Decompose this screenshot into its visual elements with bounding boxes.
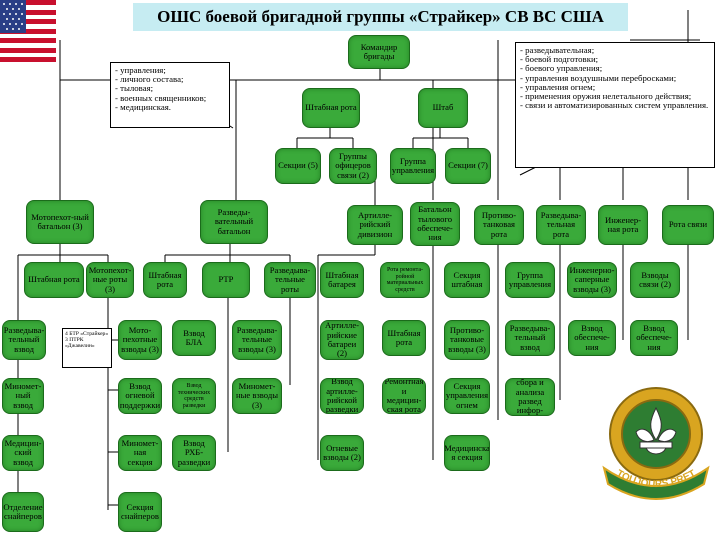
liaison-groups-node: Группы офицеров связи (2): [329, 148, 377, 184]
antitank-company-node: Противо-танковая рота: [474, 205, 524, 245]
medical-platoon-node: Медицин-ский взвод: [2, 435, 44, 471]
brigade-command-functions-note: - управления; - личного состава; - тылов…: [110, 62, 230, 128]
signal-platoons-node: Взводы связи (2): [630, 262, 680, 298]
infantry-battalion-node: Мотопехот-ный батальон (3): [26, 200, 94, 244]
support-hq-section-node: Секция штабная: [444, 262, 490, 298]
fire-platoons-node: Огневые взводы (2): [320, 435, 364, 471]
infantry-hq-company-node: Штабная рота: [24, 262, 84, 298]
hq-sections-note: - разведывательная; - боевой подготовки;…: [515, 42, 715, 168]
support-staff-company-node: Штабная рота: [382, 320, 426, 356]
signal-company-node: Рота связи: [662, 205, 714, 245]
us-flag-icon: [0, 0, 56, 62]
rtr-node: РТР: [202, 262, 250, 298]
control-group2-node: Группа управления: [505, 262, 555, 298]
maintenance-company-node: Рота ремонта-ройной материальных средств: [380, 262, 430, 298]
medical-section-node: Медицинска я секция: [444, 435, 490, 471]
unit-insignia-icon: TOUJOURS PRET: [602, 387, 710, 500]
recon-company-node: Разведыва-тельная рота: [536, 205, 586, 245]
mortar-section-node: Миномет-ная секция: [118, 435, 162, 471]
uav-platoon-node: Взвод БЛА: [172, 320, 216, 356]
fire-control-section-node: Секция управления огнем: [444, 378, 490, 414]
page-title: ОШС боевой бригадной группы «Страйкер» С…: [133, 3, 628, 31]
artillery-division-node: Артилле-рийский дивизион: [347, 205, 403, 245]
hq-node: Штаб: [418, 88, 468, 128]
antitank-platoons-node: Противо-танковые взводы (3): [444, 320, 490, 360]
recon-battalion-node: Разведы-вательный батальон: [200, 200, 268, 244]
support-battalion-node: Батальон тылового обеспече-ния: [410, 202, 460, 246]
control-group-node: Группа управления: [390, 148, 436, 184]
support-platoon-node: Взвод обеспече-ния: [568, 320, 616, 356]
repair-medical-company-node: Ремонтная и медицин-ская рота: [382, 378, 426, 414]
sniper-section-node: Отделение снайперов: [2, 492, 44, 532]
engineer-platoons-node: Инженерно-саперные взводы (3): [567, 262, 617, 298]
btr-note: 4 БТР «Страйкер» 3 ПТРК «Джавелин»: [62, 328, 112, 368]
infantry-companies-node: Мотопехот-ные роты (3): [86, 262, 134, 298]
recon-platoon-node: Разведыва-тельный взвод: [2, 320, 46, 360]
arty-recon-platoon-node: Взвод артилле-рийской разведки: [320, 378, 364, 414]
support-platoon2-node: Взвод обеспече-ния: [630, 320, 678, 356]
rhbz-platoon-node: Взвод РХБ-разведки: [172, 435, 216, 471]
sections-node: Секции (5): [275, 148, 321, 184]
recon-companies-node: Разведыва-тельные роты: [264, 262, 316, 298]
arty-hq-battery-node: Штабная батарея: [320, 262, 364, 298]
recon-hq-company-node: Штабная рота: [143, 262, 187, 298]
brigade-command-node: Командир бригады: [348, 35, 410, 69]
sniper-section2-node: Секция снайперов: [118, 492, 162, 532]
fire-support-platoon-node: Взвод огневой поддержки: [118, 378, 162, 414]
brigade-staff-company-node: Штабная рота: [302, 88, 360, 128]
arty-batteries-node: Артилле-рийские батареи (2): [320, 320, 364, 360]
tech-recon-platoon-node: Взвод технических средств разведки: [172, 378, 216, 414]
recon-platoon2-node: Разведыва-тельный взвод: [505, 320, 555, 356]
mortar-platoons-node: Миномет-ные взводы (3): [232, 378, 282, 414]
engineer-company-node: Инженер-ная рота: [598, 205, 648, 245]
mortar-platoon-node: Миномет-ный взвод: [2, 378, 44, 414]
info-platoon-node: Взвод сбора и анализа развед инфор-мации: [505, 378, 555, 416]
motor-platoons-node: Мото-пехотные взводы (3): [118, 320, 162, 360]
recon-platoons-node: Разведыва-тельные взводы (3): [232, 320, 282, 360]
sections7-node: Секции (7): [445, 148, 491, 184]
